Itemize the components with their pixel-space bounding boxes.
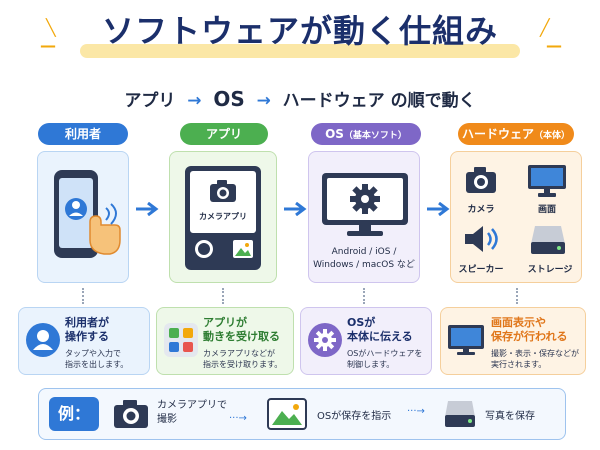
dotted-arrow-icon: ···→ xyxy=(407,406,425,417)
step-card-os: OSが 本体に伝える OSがハードウェアを 制御します。 xyxy=(300,307,432,375)
arrow-right-icon xyxy=(284,202,307,216)
step-title: アプリが 動きを受け取る xyxy=(203,316,280,344)
os-examples: Android / iOS / Windows / macOS など xyxy=(309,246,419,272)
column-header-hardware: ハードウェア（本体） xyxy=(458,123,574,145)
display-icon xyxy=(528,165,566,197)
step-desc-line2: 実行されます。 xyxy=(491,360,547,369)
connector-dots xyxy=(516,288,518,304)
step-desc-line1: OSがハードウェアを xyxy=(347,349,423,358)
subtitle-hardware: ハードウェア xyxy=(282,91,385,111)
step-title: 利用者が 操作する xyxy=(65,316,109,344)
app-phone: カメラアプリ xyxy=(185,166,261,270)
column-header-app: アプリ xyxy=(180,123,268,145)
sparkle-left-icon: ╲ xyxy=(46,18,56,37)
os-card: Android / iOS / Windows / macOS など xyxy=(308,151,420,283)
step-title-line1: 利用者が xyxy=(65,316,109,329)
arrow-right-icon xyxy=(427,202,450,216)
title-highlight xyxy=(80,44,520,58)
speaker-icon xyxy=(465,226,498,252)
step-desc-line2: 指示を受け取ります。 xyxy=(203,360,283,369)
arrow-right-icon xyxy=(136,202,159,216)
os-examples-line2: Windows / macOS など xyxy=(313,260,415,270)
hardware-label-camera: カメラ xyxy=(467,205,495,215)
connector-dots xyxy=(222,288,224,304)
example-step2: OSが保存を指示 xyxy=(317,411,392,422)
camera-icon xyxy=(210,180,236,202)
step-desc-line1: 撮影・表示・保存などが xyxy=(491,349,579,358)
app-label: カメラアプリ xyxy=(199,212,247,221)
hardware-label-display: 画面 xyxy=(537,205,556,215)
camera-icon xyxy=(114,400,148,428)
step-desc-line1: カメラアプリなどが xyxy=(203,349,275,358)
example-step1: カメラアプリで 撮影 xyxy=(157,399,227,427)
gallery-icon xyxy=(233,240,253,258)
example-bar: 例： カメラアプリで 撮影 ···→ OSが保存を指示 ···→ 写真を保存 xyxy=(38,388,566,440)
example-step3: 写真を保存 xyxy=(485,411,535,422)
user-avatar-icon xyxy=(26,323,60,357)
monitor-icon xyxy=(448,325,484,355)
sparkle-right-icon-2: — xyxy=(546,36,562,55)
step-title-line2: 本体に伝える xyxy=(347,330,413,343)
os-examples-line1: Android / iOS / xyxy=(331,247,397,257)
step-title-line2: 保存が行われる xyxy=(491,330,568,343)
arrow-right-icon: → xyxy=(181,91,208,111)
hardware-card: カメラ 画面 スピーカー ストレージ xyxy=(450,151,582,283)
sparkle-right-icon: ╱ xyxy=(540,18,550,37)
step-title-line2: 操作する xyxy=(65,330,109,343)
step-card-app: アプリが 動きを受け取る カメラアプリなどが 指示を受け取ります。 xyxy=(156,307,294,375)
hardware-header-sub: （本体） xyxy=(534,131,571,141)
monitor-gear-icon xyxy=(322,173,408,236)
subtitle: アプリ → OS → ハードウェア の順で動く xyxy=(0,86,600,111)
step-desc-line2: 指示を出します。 xyxy=(65,360,129,369)
step-title-line1: 画面表示や xyxy=(491,316,546,329)
os-header-sub: （基本ソフト） xyxy=(343,131,407,141)
subtitle-app: アプリ xyxy=(124,91,176,111)
connector-dots xyxy=(82,288,84,304)
column-header-user: 利用者 xyxy=(38,123,128,145)
os-header-main: OS xyxy=(325,127,344,141)
step-title: 画面表示や 保存が行われる xyxy=(491,316,567,344)
step-title-line2: 動きを受け取る xyxy=(203,330,280,343)
page-title: ソフトウェアが動く仕組み xyxy=(101,12,498,50)
step-card-user: 利用者が 操作する タップや入力で 指示を出します。 xyxy=(18,307,150,375)
step-title-line1: アプリが xyxy=(203,316,247,329)
user-card xyxy=(37,151,129,283)
step-desc-line1: タップや入力で xyxy=(65,349,121,358)
step-desc: 撮影・表示・保存などが 実行されます。 xyxy=(491,348,579,370)
hardware-label-storage: ストレージ xyxy=(527,265,573,275)
shutter-button-icon xyxy=(195,240,213,258)
gear-icon xyxy=(308,323,342,357)
sparkle-left-icon-2: — xyxy=(40,36,56,55)
example-step1-line2: 撮影 xyxy=(157,414,177,425)
example-step1-line1: カメラアプリで xyxy=(157,400,227,411)
step-desc: カメラアプリなどが 指示を受け取ります。 xyxy=(203,348,282,370)
photo-icon xyxy=(267,398,307,430)
subtitle-order: の順で動く xyxy=(390,91,476,111)
storage-icon xyxy=(445,401,475,427)
step-title-line1: OSが xyxy=(347,316,376,329)
step-desc-line2: 制御します。 xyxy=(347,360,395,369)
connector-dots xyxy=(363,288,365,304)
subtitle-os: OS xyxy=(213,87,245,111)
arrow-right-icon: → xyxy=(250,91,277,111)
phone-tap-icon xyxy=(54,170,121,258)
example-label: 例： xyxy=(49,397,99,431)
step-card-hardware: 画面表示や 保存が行われる 撮影・表示・保存などが 実行されます。 xyxy=(440,307,586,375)
camera-icon xyxy=(466,167,496,193)
column-header-os: OS（基本ソフト） xyxy=(311,123,421,145)
step-desc: OSがハードウェアを 制御します。 xyxy=(347,348,422,370)
step-title: OSが 本体に伝える xyxy=(347,316,413,344)
app-grid-icon xyxy=(164,323,198,357)
app-screen: カメラアプリ xyxy=(190,171,256,233)
app-card: カメラアプリ xyxy=(169,151,277,283)
step-desc: タップや入力で 指示を出します。 xyxy=(65,348,128,370)
hardware-header-main: ハードウェア xyxy=(461,127,534,141)
storage-icon xyxy=(531,226,565,254)
dotted-arrow-icon: ···→ xyxy=(229,413,247,424)
hardware-label-speaker: スピーカー xyxy=(458,265,504,275)
